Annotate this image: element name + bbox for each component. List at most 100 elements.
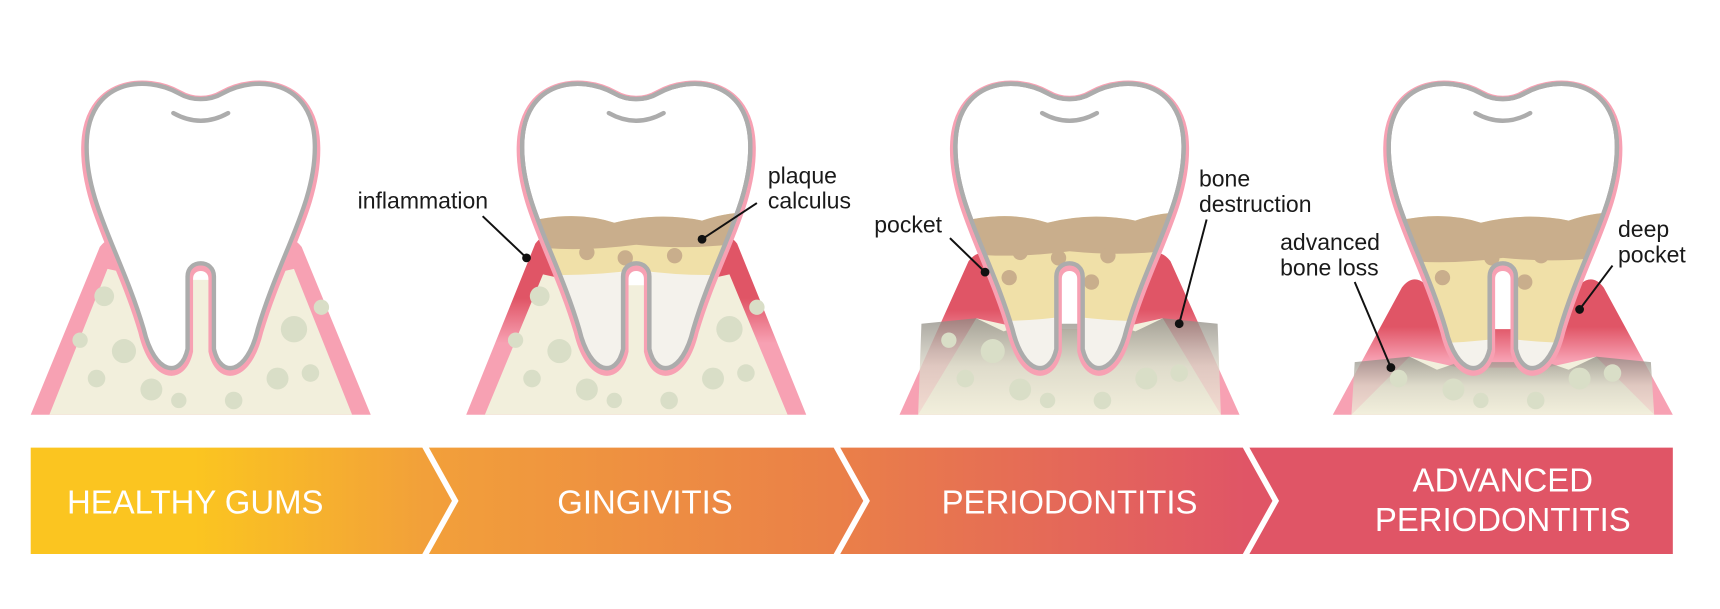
bone-spot <box>737 364 755 382</box>
annotation-label: deep <box>1618 216 1669 242</box>
tooth-outline <box>519 81 753 371</box>
calculus-deposit <box>1100 248 1116 264</box>
calculus-deposit <box>1434 269 1451 286</box>
leader-line <box>1353 281 1392 368</box>
calculus <box>522 212 751 250</box>
leader-dot <box>980 267 990 277</box>
calculus-deposit <box>1012 244 1028 261</box>
bone-spot <box>1009 378 1032 401</box>
tooth-outline <box>953 81 1186 371</box>
banner-segment-2 <box>428 447 864 555</box>
bone-spot <box>1039 392 1056 409</box>
calculus-deposit <box>1445 244 1462 261</box>
annotation-label: calculus <box>768 188 851 214</box>
bone-spot <box>1526 391 1545 410</box>
leader-line <box>481 215 528 259</box>
bone-spot <box>660 391 678 410</box>
stage-label: GINGIVITIS <box>557 483 732 520</box>
bone-spot <box>980 339 1005 364</box>
annotation-label: bone <box>1199 166 1250 192</box>
bone-spot <box>575 378 598 401</box>
calculus-deposit <box>617 250 633 266</box>
bone-spot <box>1568 367 1591 390</box>
bone-spot <box>280 316 308 343</box>
bone-spot <box>1442 378 1465 401</box>
annotation-label: plaque <box>768 162 837 188</box>
leader-dot <box>1575 305 1584 314</box>
calculus-deposit <box>1517 274 1533 290</box>
bone-spot <box>301 364 320 382</box>
calculus <box>955 212 1184 256</box>
bone-spot <box>1389 369 1408 388</box>
tooth-crown-line <box>606 110 666 123</box>
leader-line <box>1578 264 1614 311</box>
bone-spot <box>941 332 957 348</box>
stage-label: PERIODONTITIS <box>1375 501 1631 538</box>
annotation-label: destruction <box>1199 191 1312 217</box>
tooth-outline <box>1386 81 1620 371</box>
bone-spot <box>1170 364 1188 382</box>
calculus-deposit <box>666 248 683 264</box>
banner-segment-1 <box>30 447 452 555</box>
banner-segment-3 <box>840 447 1273 555</box>
bone-spot <box>716 316 743 343</box>
stage-label: PERIODONTITIS <box>942 483 1198 520</box>
bone-spot <box>313 299 330 315</box>
stage-4-illustration <box>1332 80 1673 415</box>
annotation: pocket <box>874 212 990 277</box>
bone-spot <box>111 339 137 364</box>
bone-spot <box>1135 367 1158 390</box>
calculus-deposit <box>1001 269 1017 286</box>
bone-spot <box>140 378 163 401</box>
tooth-crown-line <box>1039 110 1100 123</box>
calculus-deposit <box>1050 250 1067 266</box>
bone-spot <box>702 367 724 390</box>
tooth-crown-line <box>171 110 231 123</box>
calculus-deposit <box>1083 274 1100 290</box>
leader-dot <box>697 234 707 244</box>
bone-spot <box>87 369 106 388</box>
bone-spot <box>171 392 187 409</box>
bone-spot <box>224 391 243 410</box>
banner-segment-4 <box>1249 447 1673 555</box>
bone-spot <box>749 299 765 315</box>
annotation-label: pocket <box>874 212 942 238</box>
bone-spot <box>529 286 550 307</box>
bone-spot <box>1093 391 1112 410</box>
stage-label: ADVANCED <box>1413 462 1593 499</box>
leader-line <box>701 202 758 241</box>
stage-1-illustration <box>30 80 371 415</box>
bone-spot <box>956 369 975 388</box>
calculus-deposit <box>579 244 595 261</box>
bone-spot <box>1603 364 1622 382</box>
calculus-deposit <box>1484 250 1500 266</box>
bone-spot <box>72 332 88 348</box>
calculus <box>1388 212 1617 263</box>
stage-3-illustration <box>899 80 1240 415</box>
leader-dot <box>1174 319 1184 329</box>
annotation: inflammation <box>358 188 531 263</box>
bone-spot <box>606 392 622 409</box>
bone-spot <box>266 367 289 390</box>
annotation-label: inflammation <box>358 188 488 214</box>
annotation-label: bone loss <box>1280 254 1379 280</box>
bone-spot <box>1473 392 1489 409</box>
calculus-deposit <box>1533 248 1549 264</box>
bone-spot <box>507 332 524 348</box>
annotation-label: advanced <box>1280 229 1380 255</box>
tooth-crown-line <box>1473 110 1533 123</box>
tooth <box>84 81 318 371</box>
stage-label: HEALTHY GUMS <box>67 483 323 520</box>
leader-dot <box>522 253 531 263</box>
bone-spot <box>547 339 572 364</box>
annotation-label: pocket <box>1618 241 1686 267</box>
leader-line <box>1178 219 1208 324</box>
bone-spot <box>94 286 115 307</box>
leader-line <box>949 237 986 273</box>
